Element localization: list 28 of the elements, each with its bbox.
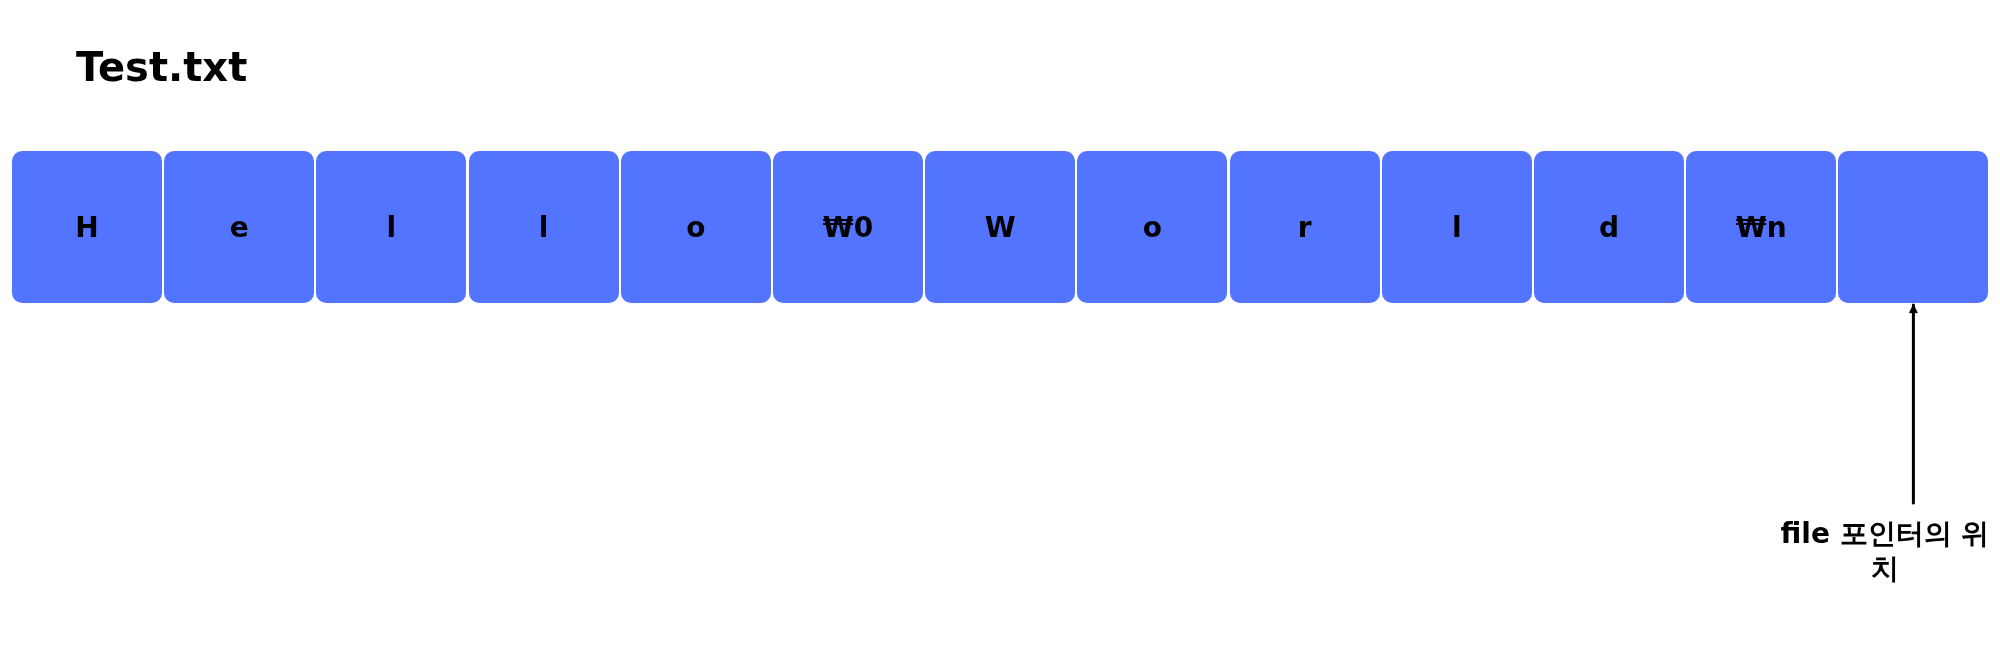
character-cell bbox=[468, 151, 619, 303]
character-label: o bbox=[686, 210, 706, 244]
character-label: e bbox=[229, 210, 249, 244]
title: Test.txt bbox=[76, 44, 248, 90]
character-cell bbox=[1381, 151, 1532, 303]
character-cell bbox=[925, 151, 1076, 303]
character-cell bbox=[164, 151, 315, 303]
character-cell bbox=[620, 151, 771, 303]
character-label: l bbox=[386, 210, 397, 244]
character-cell bbox=[316, 151, 467, 303]
character-cell bbox=[1534, 151, 1684, 303]
character-cell bbox=[1077, 151, 1228, 303]
character-label: r bbox=[1297, 210, 1312, 244]
character-label: ₩0 bbox=[822, 210, 874, 244]
character-label: ₩n bbox=[1735, 210, 1787, 244]
pointer-label: file 포인터의 위치 bbox=[1779, 516, 1991, 586]
character-cell bbox=[773, 151, 923, 303]
character-label: l bbox=[1452, 210, 1462, 244]
character-cell bbox=[1686, 151, 1837, 303]
empty-cell bbox=[1838, 151, 1989, 303]
character-cell bbox=[1229, 151, 1380, 303]
character-label: o bbox=[1142, 210, 1162, 244]
character-cell bbox=[12, 151, 162, 303]
character-label: l bbox=[538, 210, 549, 244]
character-label: W bbox=[984, 210, 1016, 244]
arrow bbox=[1909, 303, 1918, 505]
character-label: d bbox=[1598, 210, 1619, 244]
character-label: H bbox=[75, 210, 99, 244]
